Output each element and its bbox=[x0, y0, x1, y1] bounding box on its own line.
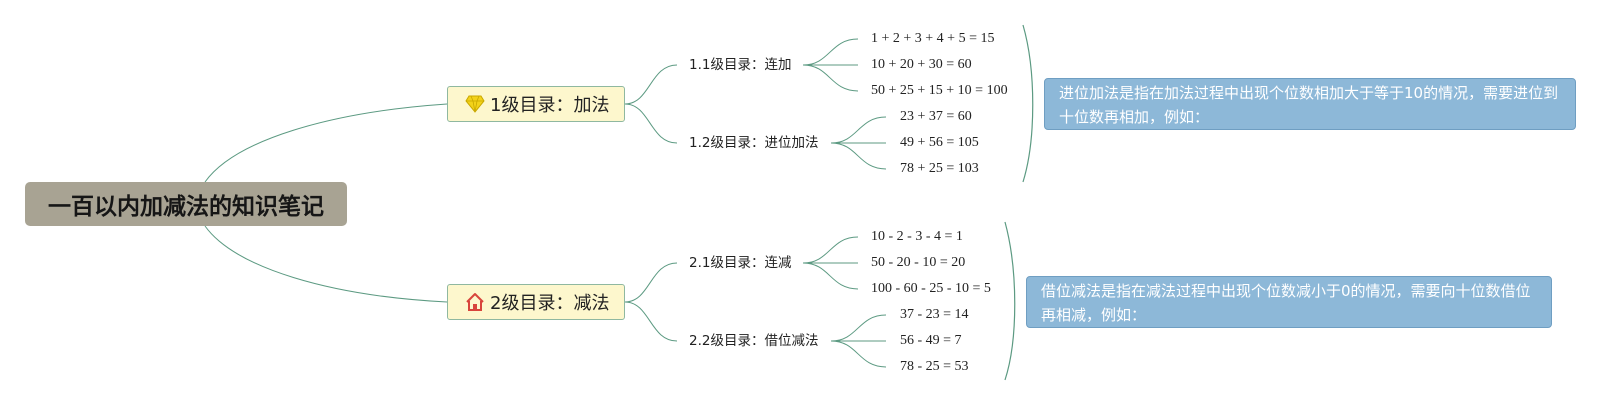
leaf-item[interactable]: 78 + 25 = 103 bbox=[900, 161, 979, 176]
root-topic[interactable]: 一百以内加减法的知识笔记 bbox=[25, 182, 347, 226]
leaf-item[interactable]: 100 - 60 - 25 - 10 = 5 bbox=[871, 281, 991, 296]
summary-bracket-1 bbox=[1022, 24, 1034, 183]
leaf-item[interactable]: 50 - 20 - 10 = 20 bbox=[871, 255, 966, 270]
summary-bracket-2 bbox=[1004, 221, 1016, 381]
summary-note-addition-text: 进位加法是指在加法过程中出现个位数相加大于等于10的情况，需要进位到十位数再相加… bbox=[1059, 84, 1559, 126]
leaf-item[interactable]: 23 + 37 = 60 bbox=[900, 109, 972, 124]
topic-subtraction[interactable]: 2级目录：减法 bbox=[447, 284, 625, 320]
subtopic-2-2[interactable]: 2.2级目录：借位减法 bbox=[689, 333, 819, 349]
summary-note-subtraction[interactable]: 借位减法是指在减法过程中出现个位数减小于0的情况，需要向十位数借位再相减，例如： bbox=[1026, 276, 1552, 328]
leaf-item[interactable]: 37 - 23 = 14 bbox=[900, 307, 969, 322]
topic-addition-label: 1级目录：加法 bbox=[490, 95, 610, 116]
leaf-item[interactable]: 10 - 2 - 3 - 4 = 1 bbox=[871, 229, 963, 244]
leaf-item[interactable]: 1 + 2 + 3 + 4 + 5 = 15 bbox=[871, 31, 995, 46]
summary-note-addition[interactable]: 进位加法是指在加法过程中出现个位数相加大于等于10的情况，需要进位到十位数再相加… bbox=[1044, 78, 1576, 130]
subtopic-2-1[interactable]: 2.1级目录：连减 bbox=[689, 255, 792, 271]
subtopic-1-1[interactable]: 1.1级目录：连加 bbox=[689, 57, 792, 73]
house-icon bbox=[464, 291, 486, 313]
leaf-item[interactable]: 78 - 25 = 53 bbox=[900, 359, 969, 374]
diamond-icon bbox=[464, 93, 486, 115]
leaf-item[interactable]: 10 + 20 + 30 = 60 bbox=[871, 57, 972, 72]
leaf-item[interactable]: 50 + 25 + 15 + 10 = 100 bbox=[871, 83, 1008, 98]
topic-subtraction-label: 2级目录：减法 bbox=[490, 293, 610, 314]
summary-note-subtraction-text: 借位减法是指在减法过程中出现个位数减小于0的情况，需要向十位数借位再相减，例如： bbox=[1041, 282, 1531, 324]
topic-addition[interactable]: 1级目录：加法 bbox=[447, 86, 625, 122]
leaf-item[interactable]: 49 + 56 = 105 bbox=[900, 135, 979, 150]
leaf-item[interactable]: 56 - 49 = 7 bbox=[900, 333, 962, 348]
subtopic-1-2[interactable]: 1.2级目录：进位加法 bbox=[689, 135, 819, 151]
root-title: 一百以内加减法的知识笔记 bbox=[48, 194, 324, 220]
